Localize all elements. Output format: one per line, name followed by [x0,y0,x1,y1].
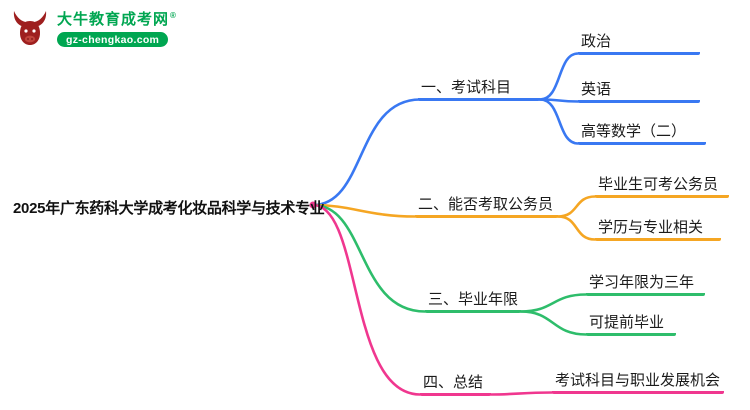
branch-exam-subjects[interactable]: 一、考试科目 [418,78,540,101]
site-logo[interactable]: 大牛教育成考网® gz-chengkao.com [10,8,177,47]
registered-mark-icon: ® [170,11,177,20]
logo-title: 大牛教育成考网® [57,8,177,29]
root-node-dot [309,201,317,209]
leaf-grads-can-apply[interactable]: 毕业生可考公务员 [595,175,729,198]
branch-civil-service[interactable]: 二、能否考取公务员 [415,195,558,218]
leaf-subjects-and-career[interactable]: 考试科目与职业发展机会 [552,371,724,394]
leaf-politics[interactable]: 政治 [578,32,700,55]
bull-icon [10,10,50,46]
leaf-early-graduation[interactable]: 可提前毕业 [586,313,676,336]
leaf-degree-related[interactable]: 学历与专业相关 [595,218,721,241]
logo-title-text: 大牛教育成考网 [57,11,170,28]
branch-graduation-years[interactable]: 三、毕业年限 [425,290,521,313]
leaf-three-years[interactable]: 学习年限为三年 [586,273,705,296]
mindmap-root-topic[interactable]: 2025年广东药科大学成考化妆品科学与技术专业 [13,200,325,217]
branch-summary[interactable]: 四、总结 [420,373,491,396]
leaf-english[interactable]: 英语 [578,80,700,103]
logo-domain-badge: gz-chengkao.com [57,32,169,47]
leaf-advanced-math[interactable]: 高等数学（二） [578,122,706,145]
